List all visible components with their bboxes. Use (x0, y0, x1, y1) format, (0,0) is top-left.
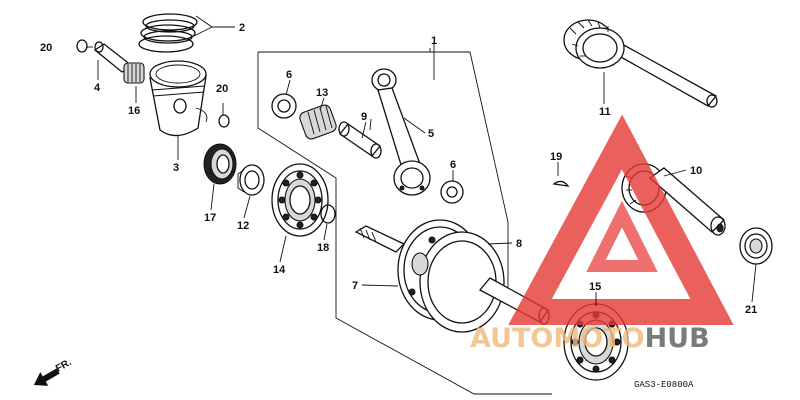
callout-2: 2 (239, 22, 245, 34)
assembly-outline (257, 48, 552, 395)
callout-8: 8 (516, 238, 522, 250)
collar (237, 164, 265, 196)
callout-labels: 1 2 3 4 5 6 6 7 8 9 10 11 12 13 14 15 16… (40, 22, 757, 316)
balancer-bearing (739, 227, 773, 265)
crank-pin (338, 121, 382, 159)
watermark-text-hub: HUB (645, 323, 710, 354)
callout-17: 17 (204, 212, 216, 224)
piston-pin-clip-right (218, 114, 230, 128)
connecting-rod (371, 68, 431, 196)
balancer-shaft (563, 19, 718, 108)
callout-6-upper: 6 (286, 69, 292, 81)
callout-11: 11 (599, 106, 611, 118)
front-arrow-icon (33, 368, 60, 386)
callout-9: 9 (361, 111, 367, 123)
thrust-washer-lower (440, 180, 464, 204)
callout-14: 14 (273, 264, 286, 276)
watermark-text: AUTOMOTOHUB (470, 323, 710, 354)
watermark-text-moto: MOTO (553, 323, 644, 354)
callout-4: 4 (94, 82, 101, 94)
callout-20-left: 20 (40, 42, 52, 54)
callout-1: 1 (431, 35, 437, 47)
drawing-code-main: GAS3-E0800 (634, 380, 688, 390)
o-ring (320, 204, 336, 224)
oil-seal (203, 143, 237, 185)
drawing-code: GAS3-E0800A (634, 380, 694, 390)
front-direction-label: FR. (54, 357, 74, 375)
piston-pin-clip-left (76, 39, 88, 53)
callout-5: 5 (428, 128, 434, 140)
big-end-needle-bearing (299, 104, 337, 140)
callout-19: 19 (550, 151, 562, 163)
watermark-triangle (508, 114, 734, 325)
watermark-text-auto: AUTO (470, 323, 553, 354)
crankshaft-bearing-left (271, 163, 329, 237)
callout-3: 3 (173, 162, 179, 174)
woodruff-key (552, 180, 570, 187)
callout-13: 13 (316, 87, 328, 99)
callout-16: 16 (128, 105, 140, 117)
callout-10: 10 (690, 165, 702, 177)
piston (149, 60, 208, 137)
callout-20-right: 20 (216, 83, 228, 95)
callout-7: 7 (352, 280, 358, 292)
piston-rings (138, 13, 198, 53)
front-direction-indicator: FR. (33, 357, 74, 386)
callout-18: 18 (317, 242, 329, 254)
drawing-code-suffix: A (688, 380, 694, 390)
small-end-needle-bearing (123, 62, 145, 84)
callout-15: 15 (589, 281, 601, 293)
callout-12: 12 (237, 220, 249, 232)
leader-lines (86, 15, 757, 306)
thrust-washer-upper (271, 93, 297, 119)
watermark: AUTOMOTOHUB (470, 114, 734, 354)
callout-6-lower: 6 (450, 159, 456, 171)
callout-21: 21 (745, 304, 757, 316)
